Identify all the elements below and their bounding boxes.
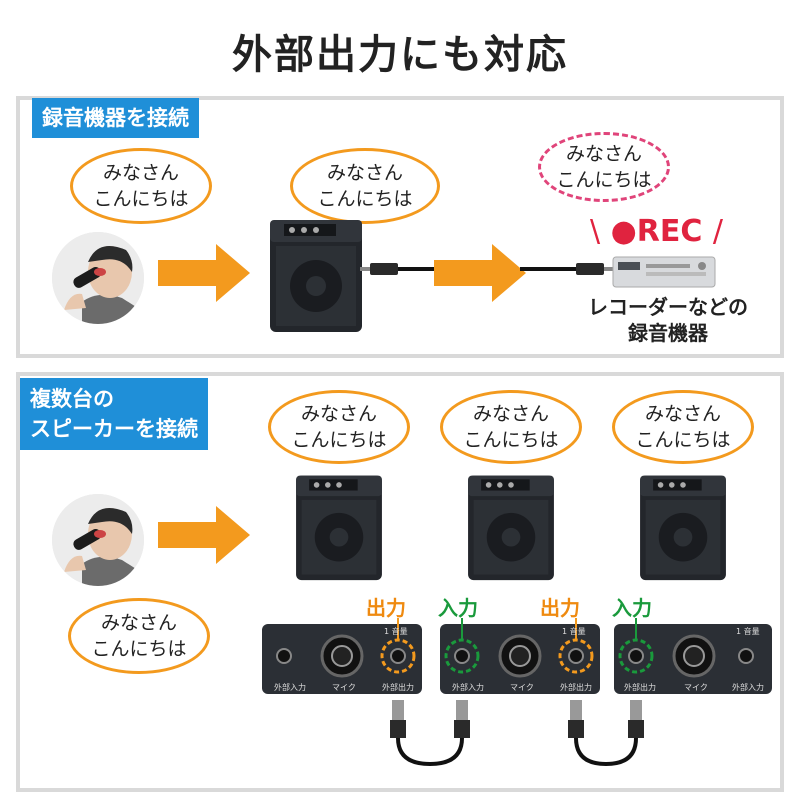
output-label: 出力 — [366, 596, 406, 620]
bubble-text-line: こんにちは — [91, 638, 187, 660]
speech-bubble-person-1: みなさん こんにちは — [70, 148, 212, 224]
bubble-text-line: みなさん — [300, 403, 377, 425]
speech-bubble-speaker-1: みなさん こんにちは — [268, 390, 410, 464]
audio-cable-icon — [520, 263, 616, 275]
bubble-text-line: こんにちは — [317, 188, 413, 210]
bubble-text-line: こんにちは — [463, 429, 559, 451]
bubble-text-line: こんにちは — [556, 169, 652, 191]
section-label-multi-speaker: 複数台の スピーカーを接続 — [20, 378, 208, 450]
bubble-text-line: みなさん — [644, 403, 721, 425]
speech-bubble-recorder: みなさん こんにちは — [538, 132, 670, 202]
person-with-mic-image — [52, 232, 144, 324]
recorder-connection-panel — [16, 96, 784, 358]
panel-mic-label: マイク — [510, 683, 534, 692]
section-label-line: 複数台の — [30, 387, 114, 411]
input-label: 入力 — [612, 596, 652, 620]
panel-mic-label: マイク — [684, 683, 708, 692]
recorder-device-icon — [612, 256, 716, 288]
recorder-label: レコーダーなどの 録音機器 — [578, 294, 758, 346]
panel-ext-in-label: 外部入力 — [274, 682, 306, 692]
panel-mic-label: マイク — [332, 683, 356, 692]
recorder-label-line: レコーダーなどの — [588, 295, 748, 319]
speaker-icon — [270, 220, 362, 332]
rec-indicator: \ ●REC / — [590, 214, 723, 249]
panel-volume-label: 1 音量 — [562, 626, 586, 636]
speaker-icon — [296, 475, 382, 581]
audio-cable-icon — [360, 263, 444, 275]
section-label-recorder: 録音機器を接続 — [32, 98, 199, 138]
panel-volume-label: 1 音量 — [736, 626, 760, 636]
rec-text: ●REC — [610, 214, 703, 249]
panel-ext-out-label: 外部出力 — [382, 682, 414, 692]
speaker-icon — [468, 475, 554, 581]
section-label-line: スピーカーを接続 — [30, 417, 198, 441]
bubble-text-line: みなさん — [472, 403, 549, 425]
arrow-right-icon — [434, 244, 526, 302]
bubble-text-line: みなさん — [102, 162, 179, 184]
page-title: 外部出力にも対応 — [232, 32, 568, 78]
speaker-icon — [640, 475, 726, 581]
panel-ext-out-label: 外部出力 — [560, 682, 592, 692]
panel-volume-label: 1 音量 — [384, 626, 408, 636]
speech-bubble-person-2: みなさん こんにちは — [68, 598, 210, 674]
jack-panels-diagram: 外部入力 マイク 外部出力 1 音量 外部入力 マイク 外部出力 1 音量 外部… — [262, 618, 772, 767]
speech-bubble-speaker-2: みなさん こんにちは — [440, 390, 582, 464]
speech-bubble-speaker: みなさん こんにちは — [290, 148, 440, 224]
output-label: 出力 — [540, 596, 580, 620]
bubble-text-line: こんにちは — [93, 188, 189, 210]
recorder-label-line: 録音機器 — [628, 321, 708, 345]
input-label: 入力 — [438, 596, 478, 620]
arrow-right-icon — [158, 244, 250, 302]
bubble-text-line: みなさん — [100, 612, 177, 634]
speech-bubble-speaker-3: みなさん こんにちは — [612, 390, 754, 464]
bubble-text-line: みなさん — [565, 143, 642, 165]
bubble-text-line: みなさん — [326, 162, 403, 184]
bubble-text-line: こんにちは — [291, 429, 387, 451]
panel-ext-out-label: 外部出力 — [624, 682, 656, 692]
bubble-text-line: こんにちは — [635, 429, 731, 451]
rec-slash-left: \ — [590, 214, 601, 249]
rec-slash-right: / — [712, 214, 723, 249]
panel-ext-in-label: 外部入力 — [732, 682, 764, 692]
panel-ext-in-label: 外部入力 — [452, 682, 484, 692]
person-with-mic-image — [52, 494, 144, 586]
arrow-right-icon — [158, 506, 250, 564]
